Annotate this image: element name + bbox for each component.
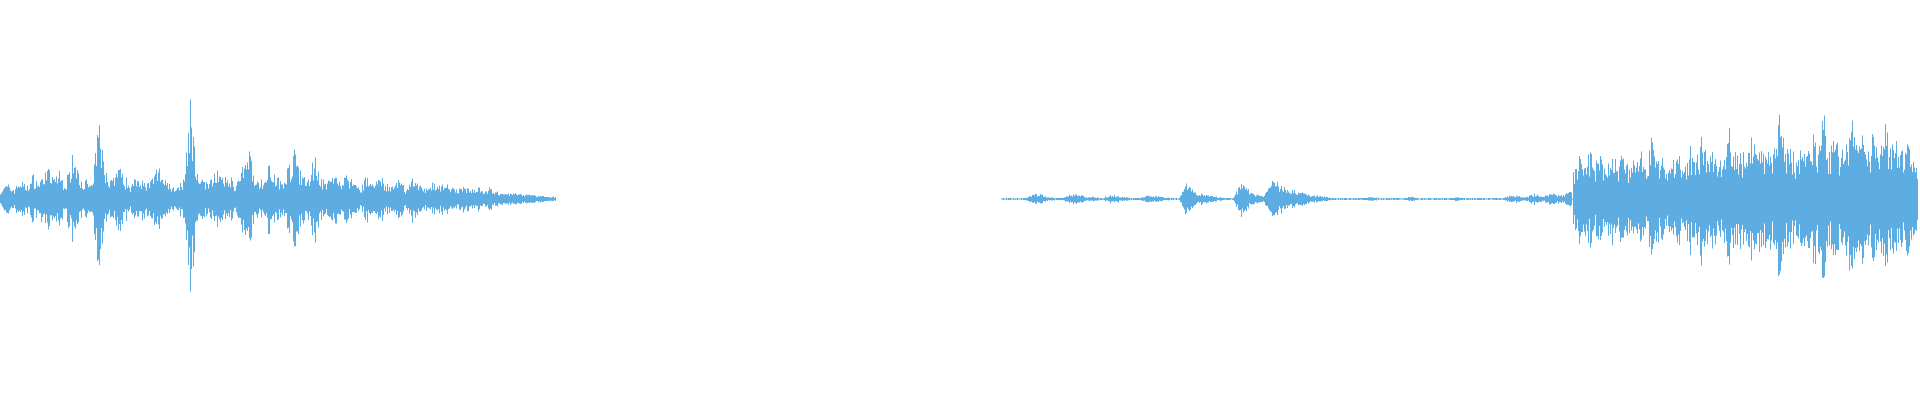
waveform-bars	[0, 99, 1918, 292]
